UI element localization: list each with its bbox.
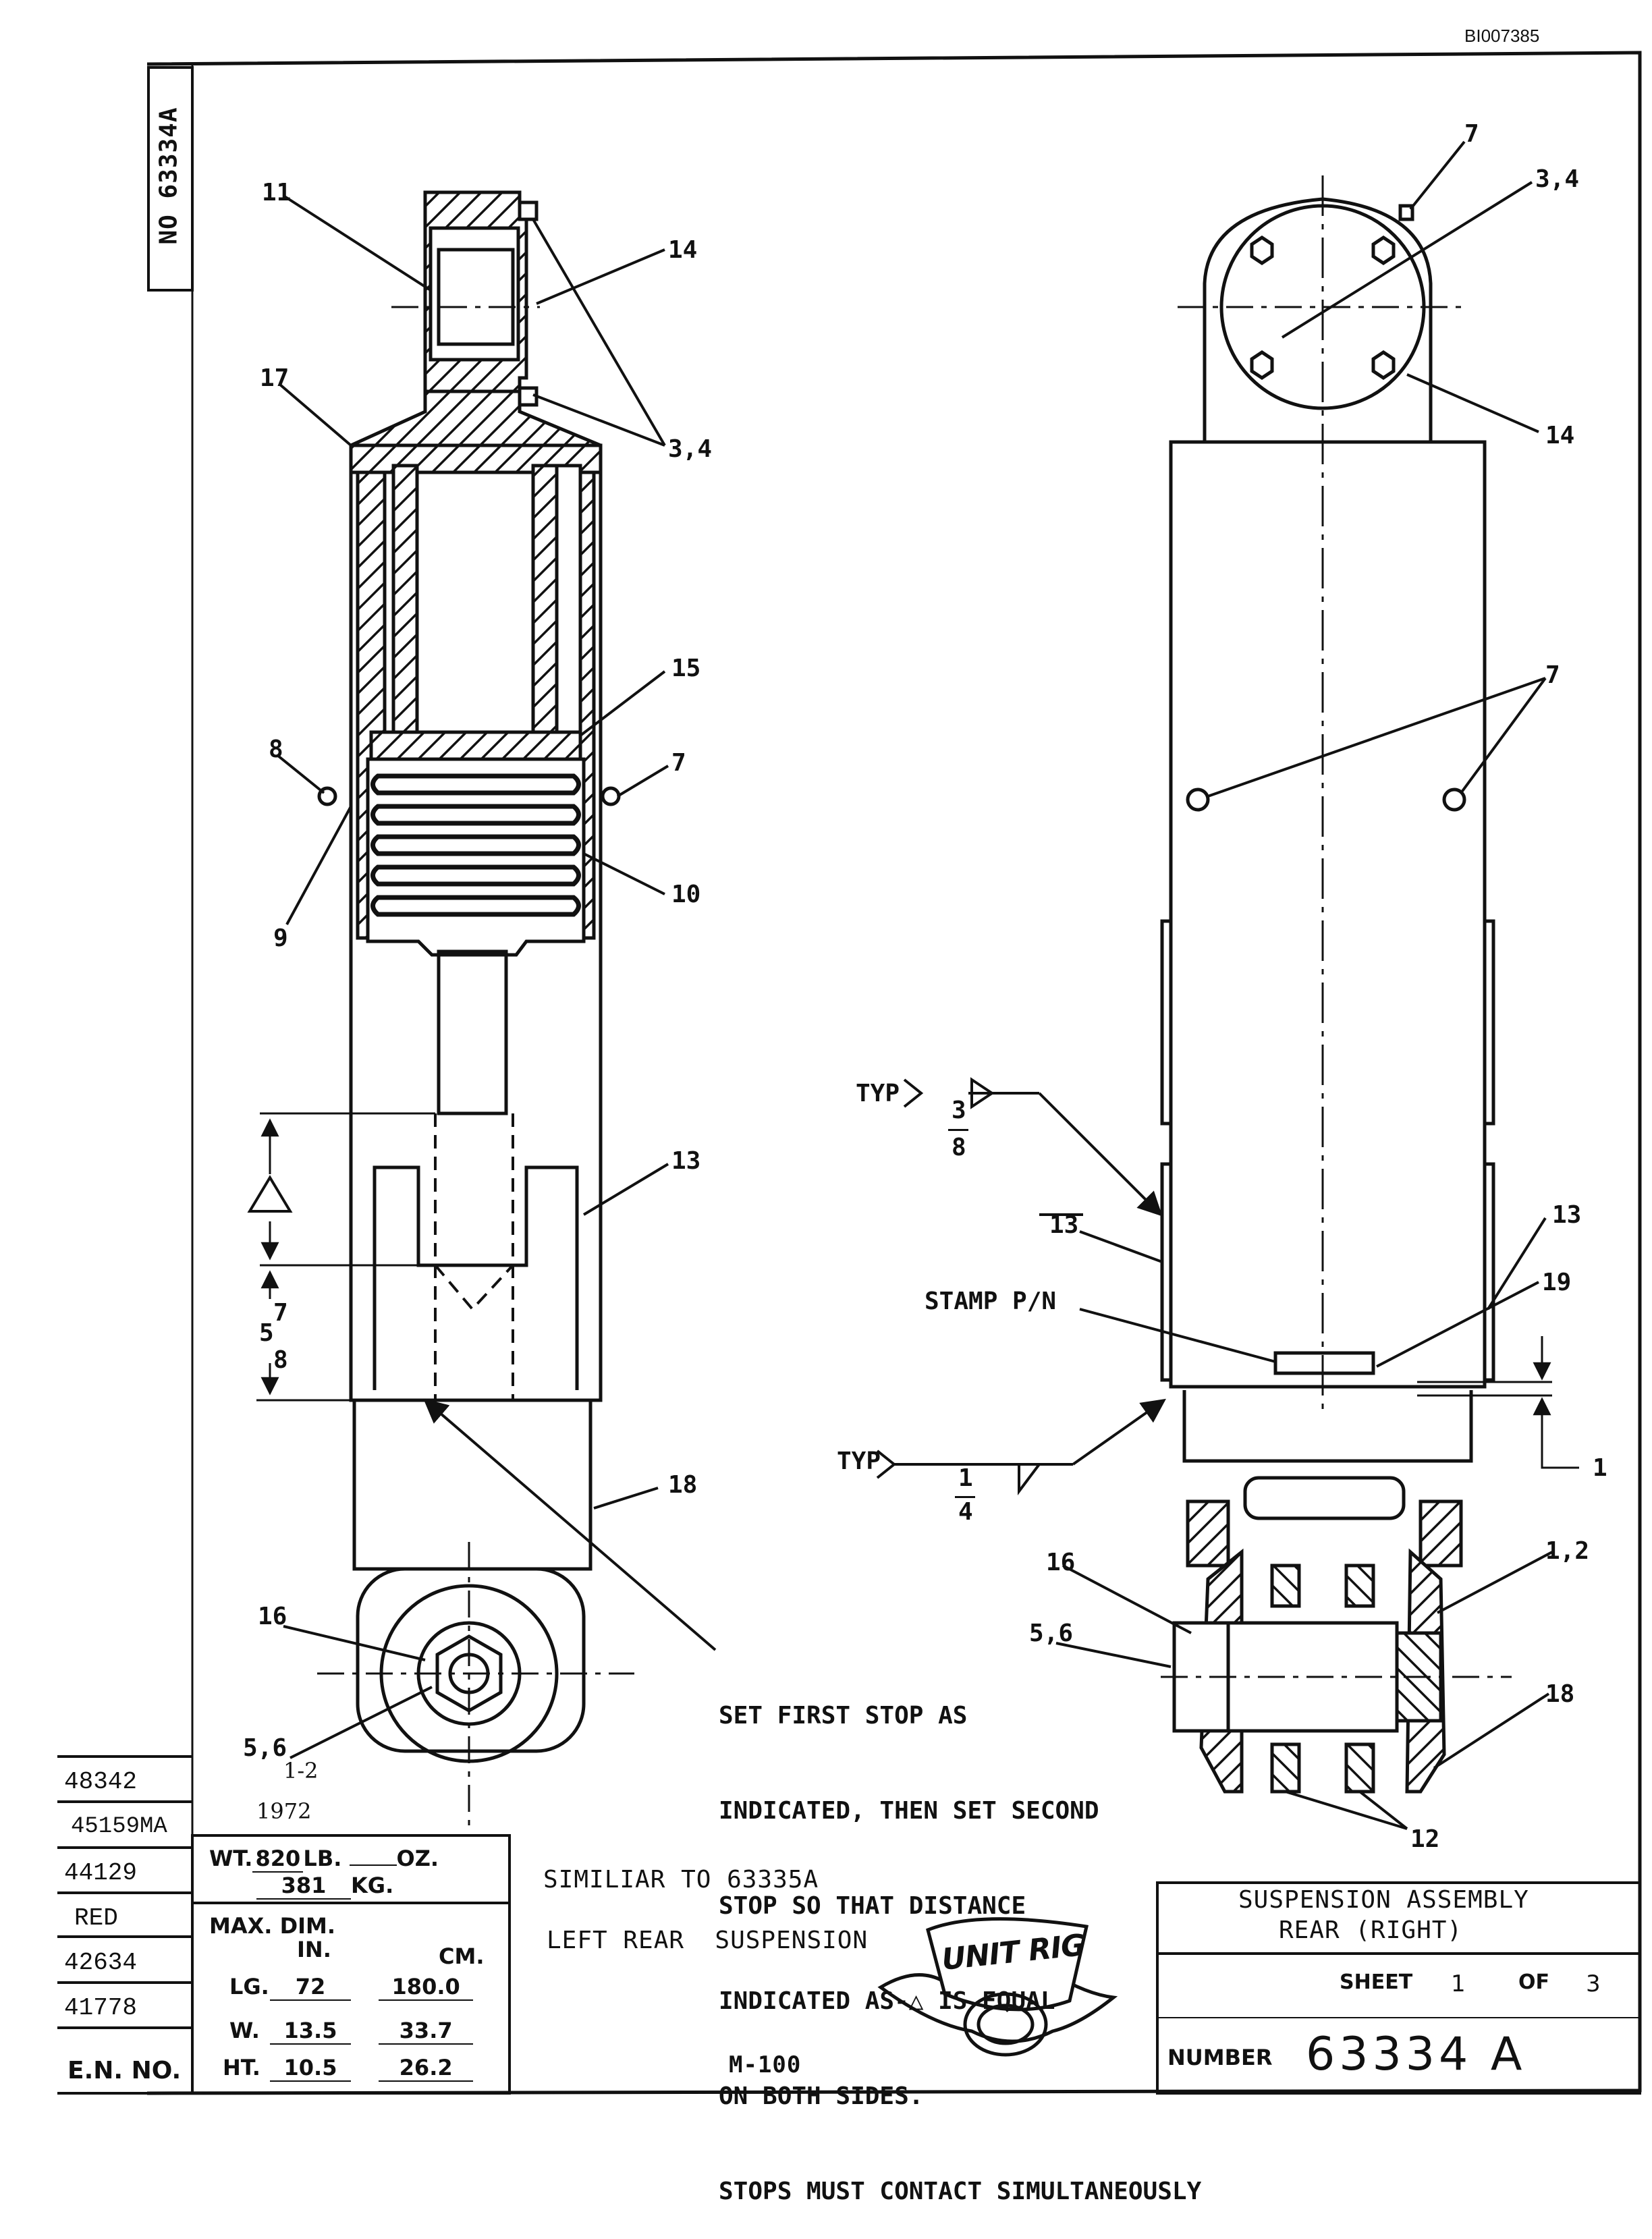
dim-row-label: LG.	[229, 1974, 269, 1999]
callout-9: 9	[273, 924, 288, 952]
weight-kg-value: 381	[256, 1873, 351, 1900]
title-line-2: REAR (RIGHT)	[1279, 1916, 1463, 1944]
dim-row-cm: 180.0	[379, 1974, 474, 2001]
max-dim-in-label: IN.	[297, 1937, 331, 1962]
number-label: NUMBER	[1167, 2045, 1273, 2070]
weld-upper-fraction-bar	[948, 1129, 968, 1131]
model-number: M-100	[729, 2051, 802, 2078]
max-dim-row: HT. 10.5 26.2	[223, 2055, 474, 2082]
callout-1-2: 1,2	[1545, 1537, 1590, 1565]
max-dim-row: W. 13.5 33.7	[229, 2018, 474, 2045]
callout-7-right: 7	[1545, 661, 1560, 689]
dim-row-cm: 26.2	[379, 2055, 474, 2082]
callout-1: 1	[1593, 1454, 1607, 1482]
kg-label: KG.	[351, 1873, 394, 1898]
left-section-view	[247, 190, 717, 1829]
callout-15: 15	[671, 655, 701, 682]
note-line: INDICATED, THEN SET SECOND	[719, 1797, 1099, 1825]
callout-18-right: 18	[1545, 1680, 1575, 1708]
right-exterior-view	[876, 140, 1579, 1830]
weight-oz-value	[349, 1864, 397, 1866]
left-rear-note: LEFT REAR SUSPENSION	[547, 1927, 869, 1954]
revision-entry: 44129	[64, 1859, 138, 1887]
callout-16-left: 16	[258, 1603, 287, 1630]
callout-16-right: 16	[1046, 1549, 1076, 1576]
title-block	[1156, 1881, 1641, 2095]
weight-lb-value: 820	[252, 1846, 304, 1873]
note-line: INDICATED AS-△ IS EQUAL	[719, 1987, 1055, 2015]
weld-lower-numerator: 1	[958, 1464, 973, 1492]
revision-block	[57, 1755, 192, 2095]
note-line: STOP SO THAT DISTANCE	[719, 1892, 1026, 1920]
handwritten-note-2: 1972	[256, 1798, 312, 1824]
callout-12: 12	[1410, 1825, 1440, 1853]
similar-to-note: SIMILIAR TO 63335A	[543, 1866, 819, 1894]
callout-18-left: 18	[668, 1471, 698, 1499]
note-line: ON BOTH SIDES.	[719, 2082, 924, 2110]
revision-entry: 45159MA	[71, 1814, 167, 1840]
weld-lower-fraction-bar	[955, 1496, 975, 1498]
revision-entry: 48342	[64, 1768, 138, 1796]
callout-7-left: 7	[671, 749, 686, 777]
callout-13-left: 13	[671, 1147, 701, 1175]
callout-5-6-left: 5,6	[243, 1734, 287, 1762]
callout-19: 19	[1542, 1269, 1572, 1296]
document-code: BI007385	[1464, 26, 1540, 46]
dim-row-label: W.	[229, 2018, 260, 2043]
dim-row-in: 13.5	[270, 2018, 351, 2045]
oz-label: OZ.	[396, 1846, 439, 1871]
drawing-border	[146, 51, 1642, 2095]
note-line: STOPS MUST CONTACT SIMULTANEOUSLY	[719, 2178, 1202, 2205]
callout-13-right-a: 13	[1049, 1211, 1079, 1239]
engineering-drawing	[57, 51, 1642, 2095]
fraction-whole-5: 5	[259, 1319, 274, 1347]
revision-entry: 41778	[64, 1994, 138, 2022]
fraction-numerator-7: 7	[273, 1299, 288, 1327]
weld-upper-denominator: 8	[952, 1134, 966, 1161]
unitrig-logo	[877, 1917, 1118, 2057]
weld-typ-lower: TYP	[837, 1447, 881, 1475]
dim-row-label: HT.	[223, 2055, 260, 2080]
sheet-label: SHEET	[1340, 1970, 1413, 1994]
callout-14-right: 14	[1545, 422, 1575, 449]
fraction-denominator-8: 8	[273, 1346, 288, 1374]
title-line-1: SUSPENSION ASSEMBLY	[1238, 1886, 1529, 1914]
side-drawing-number: NO 63334A	[155, 107, 183, 245]
lb-label: LB.	[303, 1846, 342, 1871]
max-dim-cm-label: CM.	[439, 1943, 485, 1969]
dim-row-in: 72	[270, 1974, 351, 2001]
sheet-number: 1	[1451, 1970, 1466, 1997]
callout-13-right-b: 13	[1552, 1201, 1582, 1229]
callout-10: 10	[671, 881, 701, 908]
revision-entry: RED	[74, 1904, 118, 1932]
callout-5-6-right: 5,6	[1029, 1620, 1074, 1647]
drawing-number: 63334 A	[1306, 2028, 1526, 2081]
of-label: OF	[1518, 1970, 1549, 1994]
handwritten-note-1: 1-2	[283, 1758, 319, 1784]
weight-label: WT.	[209, 1846, 253, 1871]
max-dim-row: LG.72 180.0	[229, 1974, 474, 2001]
dim-row-cm: 33.7	[379, 2018, 474, 2045]
en-no-label: E.N. NO.	[67, 2057, 182, 2084]
sheet-total: 3	[1586, 1970, 1601, 1997]
revision-entry: 42634	[64, 1949, 138, 1977]
callout-8: 8	[269, 736, 283, 763]
max-dim-title: MAX. DIM.	[209, 1913, 336, 1939]
dim-row-in: 10.5	[270, 2055, 351, 2082]
callout-14-left: 14	[668, 236, 698, 264]
callout-3-4-right: 3,4	[1535, 165, 1580, 193]
stamp-part-number-label: STAMP P/N	[925, 1288, 1057, 1315]
callout-17: 17	[260, 364, 290, 392]
callout-11: 11	[262, 179, 292, 206]
note-line: SET FIRST STOP AS	[719, 1702, 968, 1730]
weight-dim-block	[191, 1834, 511, 2095]
weld-typ-upper: TYP	[856, 1080, 900, 1107]
callout-7-top-right: 7	[1464, 120, 1479, 148]
callout-3-4-left: 3,4	[668, 435, 713, 463]
weld-lower-denominator: 4	[958, 1498, 973, 1526]
weld-upper-numerator: 3	[952, 1097, 966, 1124]
